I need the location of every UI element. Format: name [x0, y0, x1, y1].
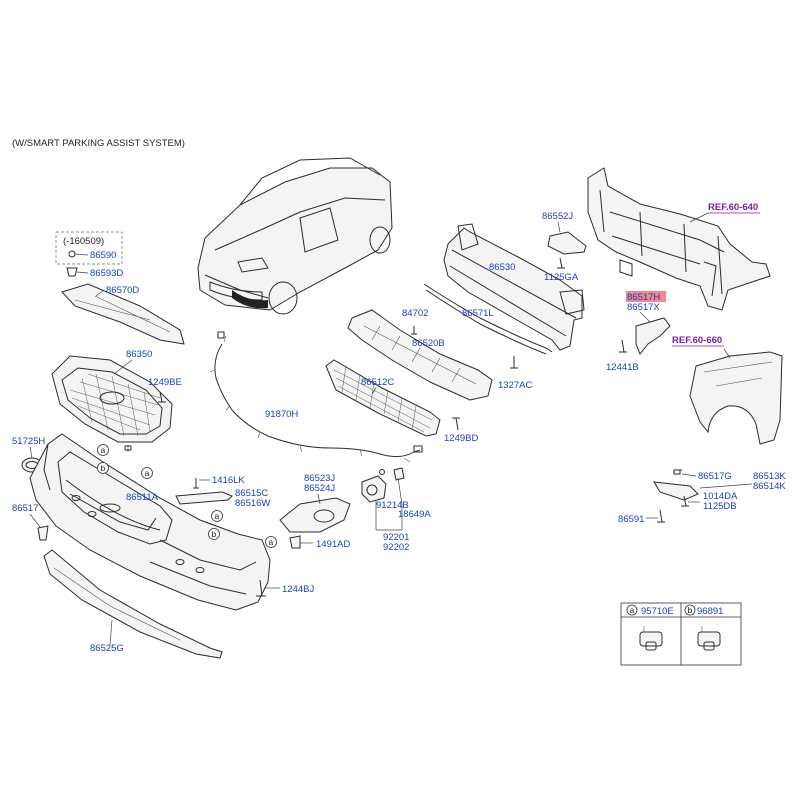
car-illustration: [197, 157, 393, 315]
part-label-1125GA[interactable]: 1125GA: [544, 272, 579, 283]
part-label-86593D[interactable]: 86593D: [90, 268, 123, 279]
bolt-icon: [657, 509, 665, 523]
bracket-clip-icon: [289, 535, 301, 549]
ref-label-60-660[interactable]: REF.60-660: [672, 335, 722, 346]
step-bar-part: [423, 283, 553, 353]
part-label-18649A[interactable]: 18649A: [398, 509, 431, 520]
screw-icon: [256, 579, 266, 597]
ref-label-60-640[interactable]: REF.60-640: [708, 202, 758, 213]
wiring-harness-part: [214, 343, 421, 458]
part-label-84702[interactable]: 84702: [402, 308, 428, 319]
part-label-86516W[interactable]: 86516W: [235, 498, 270, 509]
part-label-86523J[interactable]: 86523J: [304, 473, 335, 484]
legend-key-a: a: [630, 605, 635, 615]
callout-a: [265, 536, 277, 548]
radiator-grille-part: [51, 355, 173, 443]
part-label-86513K[interactable]: 86513K: [753, 471, 786, 482]
fog-lamp-bezel-part: [279, 497, 351, 533]
front-end-module-carrier-part: [587, 167, 771, 311]
part-label-92202[interactable]: 92202: [383, 542, 409, 553]
part-label-86552J[interactable]: 86552J: [542, 211, 573, 222]
bolt-icon: [681, 495, 689, 507]
part-label-1125DB[interactable]: 1125DB: [703, 501, 737, 512]
bumper-beam-part: [443, 223, 585, 351]
side-bracket-part: [653, 481, 699, 501]
part-label-51725H[interactable]: 51725H: [12, 436, 45, 447]
highlighted-part-box: [626, 291, 666, 302]
front-bumper-cover-part: [29, 433, 271, 611]
energy-absorber-part: [347, 309, 493, 401]
part-label-1249BD[interactable]: 1249BD: [444, 433, 478, 444]
part-label-86520B[interactable]: 86520B: [412, 338, 445, 349]
part-label-91870H[interactable]: 91870H: [265, 409, 298, 420]
screw-icon: [452, 417, 460, 431]
svg-text:a: a: [101, 445, 106, 455]
callout-b: [97, 462, 109, 474]
clip-icon: [66, 267, 78, 277]
part-label-86525G[interactable]: 86525G: [90, 643, 124, 654]
svg-text:a: a: [269, 537, 274, 547]
part-label-86511A[interactable]: 86511A: [126, 492, 159, 503]
bracket-part: [547, 231, 587, 255]
part-label-86570D[interactable]: 86570D: [106, 285, 139, 296]
fender-part: [689, 351, 783, 445]
part-label-1491AD[interactable]: 1491AD: [316, 539, 350, 550]
part-label-86530[interactable]: 86530: [489, 262, 515, 273]
inset-date-label: (-160509): [63, 236, 104, 247]
part-label-92201[interactable]: 92201: [383, 532, 409, 543]
bumper-lip-part: [43, 549, 223, 659]
part-label-86514K[interactable]: 86514K: [753, 481, 786, 492]
part-label-86517X[interactable]: 86517X: [627, 302, 660, 313]
legend-part-96891[interactable]: 96891: [697, 606, 723, 617]
screw-icon: [411, 326, 417, 335]
bolt-icon: [619, 339, 627, 353]
svg-text:b: b: [101, 463, 106, 473]
part-label-1249BE[interactable]: 1249BE: [148, 377, 182, 388]
part-label-86512C[interactable]: 86512C: [361, 377, 394, 388]
inset-box: [55, 231, 123, 265]
lower-grille-part: [325, 359, 441, 437]
part-label-1244BJ[interactable]: 1244BJ: [282, 584, 314, 595]
callout-a: [141, 467, 153, 479]
part-label-86571L[interactable]: 86571L: [462, 308, 494, 319]
part-label-91214B[interactable]: 91214B: [376, 500, 409, 511]
svg-text:a: a: [215, 511, 220, 521]
part-label-12441B[interactable]: 12441B: [606, 362, 639, 373]
part-label-86591[interactable]: 86591: [618, 514, 644, 525]
upper-cover-part: [61, 283, 185, 345]
screw-icon: [158, 391, 166, 403]
bolt-icon: [557, 257, 565, 269]
parking-sensor-icon: [639, 626, 663, 651]
part-label-86515C[interactable]: 86515C: [235, 488, 268, 499]
legend-part-95710E[interactable]: 95710E: [641, 606, 674, 617]
part-label-1416LK[interactable]: 1416LK: [212, 475, 245, 486]
legend-table: a 95710E b 96891: [620, 602, 742, 666]
part-label-86517[interactable]: 86517: [12, 503, 38, 514]
legend-key-b: b: [688, 605, 693, 615]
sensor-holder-icon: [697, 626, 721, 651]
bolt-icon: [510, 356, 518, 369]
part-label-86350[interactable]: 86350: [126, 349, 152, 360]
part-label-1014DA[interactable]: 1014DA: [703, 491, 738, 502]
part-label-86524J[interactable]: 86524J: [304, 483, 335, 494]
part-label-86517G[interactable]: 86517G: [698, 471, 732, 482]
callout-b: [208, 528, 220, 540]
part-label-1327AC[interactable]: 1327AC: [498, 380, 532, 391]
garnish-strip-part: [175, 491, 233, 505]
svg-text:a: a: [145, 468, 150, 478]
svg-text:b: b: [212, 529, 217, 539]
callout-a: [211, 510, 223, 522]
part-label-86517H[interactable]: 86517H: [627, 292, 660, 303]
part-label-86590[interactable]: 86590: [90, 250, 116, 261]
header-text: (W/SMART PARKING ASSIST SYSTEM): [12, 138, 185, 149]
carrier-bracket-part: [635, 317, 671, 355]
screw-icon: [193, 478, 199, 489]
clip-icon: [68, 250, 76, 258]
fog-lamp-part: [361, 467, 405, 503]
callout-a: [97, 444, 109, 456]
tow-hook-cover-part: [37, 525, 49, 541]
